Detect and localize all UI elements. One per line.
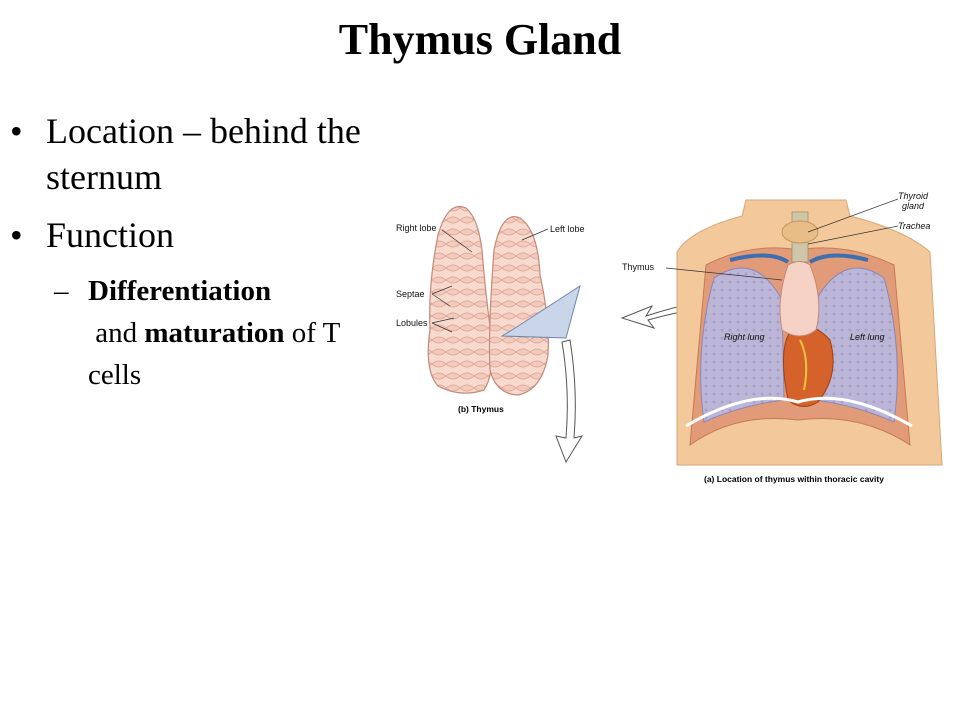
label-left-lobe: Left lobe (550, 224, 585, 234)
label-right-lobe: Right lobe (396, 223, 437, 233)
bullet-location-text: Location – behind the sternum (46, 111, 361, 197)
label-right-lung: Right lung (724, 332, 765, 342)
sub-text-of-t-cells: of T cells (88, 317, 348, 391)
bullet-location: • Location – behind the sternum (10, 108, 390, 200)
thymus-illustration: Right lobe Left lobe Septae Lobules (b) … (396, 191, 943, 484)
bullet-function-text: Function (46, 215, 175, 255)
label-left-lung: Left lung (850, 332, 885, 342)
label-thymus: Thymus (622, 262, 655, 272)
bullet-list: • Location – behind the sternum • Functi… (10, 108, 390, 396)
label-thyroid-gland-line1: Thyroid (898, 191, 929, 201)
label-septae: Septae (396, 289, 425, 299)
label-lobules: Lobules (396, 318, 428, 328)
thorax-drawing (676, 199, 943, 466)
arrow-down-icon (555, 339, 584, 464)
thymus-lobes-drawing (427, 206, 549, 396)
label-thyroid-gland-line2: gland (902, 201, 925, 211)
section-plane (500, 284, 581, 339)
caption-a: (a) Location of thymus within thoracic c… (704, 474, 884, 484)
label-trachea: Trachea (898, 221, 930, 231)
bold-differentiation: Differentiation (88, 275, 272, 307)
bold-maturation: maturation (144, 317, 285, 349)
slide-title: Thymus Gland (338, 15, 622, 64)
bullet-function: • Function (10, 212, 390, 258)
thymus-figure: Right lobe Left lobe Septae Lobules (b) … (390, 190, 950, 490)
bullet-dot-icon: • (10, 111, 23, 151)
dash-icon: – (54, 275, 69, 307)
caption-b: (b) Thymus (458, 404, 504, 414)
sub-text-and: and (88, 317, 145, 349)
sub-bullet-function: –Differentiation and maturation of T cel… (10, 270, 390, 396)
bullet-dot-icon: • (10, 215, 23, 255)
